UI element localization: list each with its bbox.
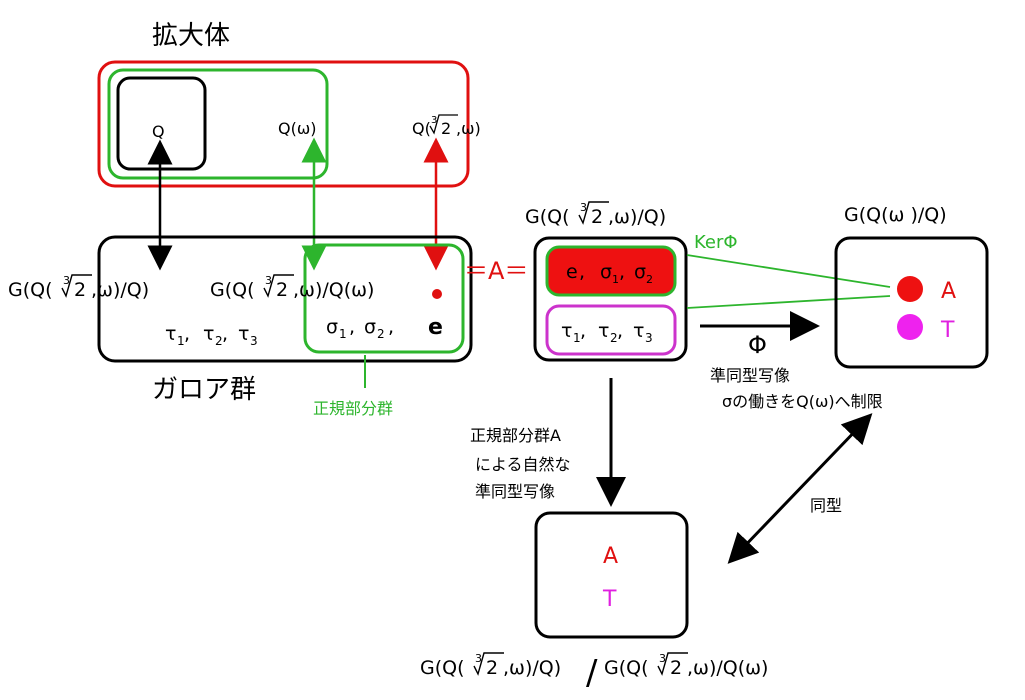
quotient-group-box (534, 511, 689, 639)
coset-a-box (545, 245, 677, 297)
svg-text:,ω)/Q(ω): ,ω)/Q(ω) (293, 279, 374, 301)
svg-text:3: 3 (645, 331, 653, 345)
svg-text:/: / (586, 653, 598, 693)
coset-t-elements: τ 1 , τ 2 , τ 3 (561, 320, 653, 345)
svg-text:Q(: Q( (412, 119, 431, 138)
svg-text:2: 2 (486, 657, 498, 679)
homomorphism-label-line2: σの働きをQ(ω)へ制限 (722, 392, 883, 411)
svg-text:G(Q(: G(Q( (420, 657, 465, 679)
svg-text:,: , (617, 320, 623, 342)
svg-text:e: e (566, 261, 578, 283)
svg-text:3: 3 (431, 115, 437, 126)
tau-elements: τ 1 , τ 2 , τ 3 (165, 323, 258, 348)
svg-text:1: 1 (573, 331, 581, 345)
svg-text:2: 2 (276, 279, 288, 301)
quotient-a-label: A (603, 544, 618, 569)
ker-phi-line-bottom (686, 295, 891, 309)
svg-text:,ω): ,ω) (456, 119, 481, 138)
field-q-omega-label: Q(ω) (278, 119, 316, 138)
svg-text:,: , (222, 323, 228, 345)
svg-text:τ: τ (238, 323, 249, 345)
svg-text:2: 2 (377, 327, 385, 341)
svg-text:,ω)/Q(ω): ,ω)/Q(ω) (687, 657, 768, 679)
coset-a-dot (897, 276, 923, 302)
galois-group-title: ガロア群 (152, 375, 256, 405)
ker-phi-line-top (686, 254, 891, 288)
svg-text:,ω)/Q): ,ω)/Q) (608, 206, 666, 228)
svg-text:2: 2 (441, 119, 451, 138)
coset-t-box (545, 304, 677, 356)
svg-text:3: 3 (659, 652, 666, 665)
svg-text:G(Q(: G(Q( (604, 657, 649, 679)
q-omega-group-box (834, 236, 989, 369)
svg-text:,: , (580, 320, 586, 342)
svg-text:σ: σ (600, 261, 612, 283)
svg-text:2: 2 (74, 279, 86, 301)
coset-a-elements: e , σ 1 , σ 2 (566, 261, 653, 286)
svg-text:G(Q(: G(Q( (210, 279, 255, 301)
svg-text:,: , (579, 261, 585, 283)
svg-text:,: , (388, 316, 394, 338)
svg-text:τ: τ (598, 320, 609, 342)
isomorphism-arrow (727, 413, 873, 564)
svg-text:τ: τ (203, 323, 214, 345)
quotient-group-label: G(Q( 3 2 ,ω)/Q) / G(Q( 3 2 ,ω)/Q(ω) (420, 652, 768, 693)
svg-text:τ: τ (633, 320, 644, 342)
natural-hom-label-line1: 正規部分群A (470, 426, 561, 445)
svg-text:σ: σ (634, 261, 646, 283)
coset-t-dot (897, 314, 923, 340)
svg-text:2: 2 (670, 657, 682, 679)
svg-text:,: , (184, 323, 190, 345)
field-q-cbrt2-omega-box (97, 60, 470, 188)
galois-group-box (97, 235, 473, 363)
coset-box (533, 236, 688, 362)
galois-group-over-q-omega-label: G(Q( 3 2 ,ω)/Q(ω) (210, 274, 374, 301)
svg-text:3: 3 (63, 274, 70, 287)
svg-text:,: , (349, 316, 355, 338)
equals-a-label: ＝A＝ (464, 257, 528, 285)
q-omega-t-label: T (940, 318, 955, 343)
svg-text:1: 1 (177, 334, 185, 348)
field-q-label: Q (152, 122, 165, 141)
field-q-omega-box (107, 68, 329, 180)
svg-text:σ: σ (326, 316, 338, 338)
svg-text:σ: σ (364, 316, 376, 338)
extension-field-title: 拡大体 (152, 21, 230, 51)
svg-text:2: 2 (215, 334, 223, 348)
natural-hom-label-line2: による自然な (475, 455, 571, 474)
svg-text:,: , (619, 261, 625, 283)
svg-text:τ: τ (165, 323, 176, 345)
identity-dot (432, 289, 442, 299)
coset-group-label: G(Q( 3 2 ,ω)/Q) (525, 201, 666, 228)
svg-text:3: 3 (250, 334, 258, 348)
svg-text:G(Q(: G(Q( (8, 279, 53, 301)
svg-text:,ω)/Q): ,ω)/Q) (91, 279, 149, 301)
galois-group-full-label: G(Q( 3 2 ,ω)/Q) (8, 274, 149, 301)
svg-text:2: 2 (610, 331, 618, 345)
q-omega-group-label: G(Q(ω )/Q) (844, 204, 947, 226)
svg-text:1: 1 (612, 273, 619, 286)
svg-text:τ: τ (561, 320, 572, 342)
isomorphism-label: 同型 (810, 496, 842, 515)
svg-text:G(Q(: G(Q( (525, 206, 570, 228)
q-omega-a-label: A (941, 279, 956, 304)
phi-label: Φ (748, 331, 767, 359)
svg-text:3: 3 (265, 274, 272, 287)
sigma-elements: σ 1 , σ 2 , e (326, 315, 443, 341)
svg-text:2: 2 (646, 273, 653, 286)
svg-text:3: 3 (475, 652, 482, 665)
svg-text:3: 3 (580, 201, 587, 214)
field-q-cbrt2-omega-label: Q( 3 2 ,ω) (412, 114, 481, 138)
svg-text:2: 2 (591, 206, 603, 228)
svg-text:e: e (428, 315, 443, 340)
normal-subgroup-box (303, 243, 465, 354)
natural-hom-label-line3: 準同型写像 (475, 482, 555, 501)
normal-subgroup-label: 正規部分群 (313, 399, 393, 418)
ker-phi-label: KerΦ (694, 232, 738, 253)
svg-text:1: 1 (339, 327, 347, 341)
svg-text:,ω)/Q): ,ω)/Q) (503, 657, 561, 679)
quotient-t-label: T (602, 587, 617, 612)
homomorphism-label-line1: 準同型写像 (710, 366, 790, 385)
